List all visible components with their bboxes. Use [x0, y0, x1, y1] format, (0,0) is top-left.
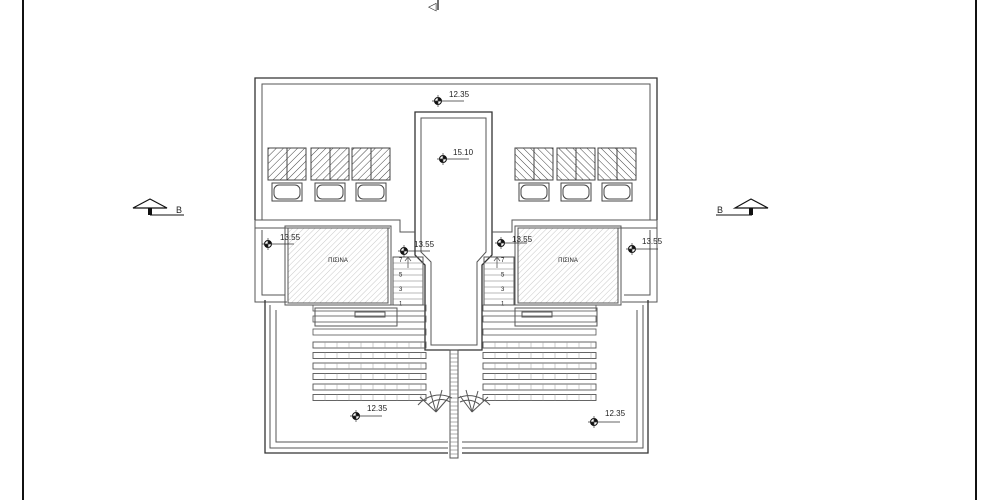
- pergola-slat: [312, 373, 427, 380]
- lower-terrace: [264, 300, 649, 454]
- pergola-slat: [312, 383, 427, 391]
- stair-step-number: 7: [399, 258, 403, 264]
- stair-right: [483, 256, 515, 306]
- elevation-marker: 12.35: [432, 90, 470, 107]
- pergola-slat: [482, 341, 597, 349]
- pergola-slat: [482, 394, 597, 401]
- pergola-slat: [482, 383, 597, 391]
- sunbed: [597, 147, 637, 202]
- pergola-slat: [312, 352, 427, 359]
- section-label-right: B: [717, 205, 723, 215]
- pool-right: [517, 227, 619, 304]
- sunbeds: [267, 147, 637, 202]
- stair-step-number: 1: [501, 302, 505, 308]
- pool-left-label: ΠΙΣΙΝΑ: [328, 258, 348, 264]
- left-middle-band: [254, 219, 415, 306]
- stair-step-number: 1: [399, 302, 403, 308]
- pergola: [312, 304, 597, 401]
- elevation-value: 13.55: [280, 233, 301, 242]
- elevation-marker: 13.55: [262, 233, 301, 250]
- pergola-slat: [312, 341, 427, 349]
- section-marker-left: B: [132, 198, 184, 216]
- sunbed: [267, 147, 307, 202]
- elevation-marker: 13.55: [398, 240, 435, 257]
- central-walkway: [449, 349, 459, 459]
- pergola-slat: [312, 362, 427, 370]
- elevation-value: 13.55: [512, 235, 533, 244]
- elevation-marker: 12.35: [588, 409, 626, 428]
- top-marker-icon: ◁: [428, 1, 437, 13]
- pergola-slat: [482, 373, 597, 380]
- pool-right-label: ΠΙΣΙΝΑ: [558, 258, 578, 264]
- pergola-slat: [482, 352, 597, 359]
- elevation-value: 12.35: [367, 404, 388, 413]
- stair-step-number: 5: [399, 273, 403, 279]
- sunbed: [351, 147, 391, 202]
- pergola-slat: [312, 394, 427, 401]
- central-core: [414, 111, 493, 351]
- pool-left: [287, 227, 389, 304]
- pool-furniture-right: [514, 307, 598, 327]
- elevation-value: 13.55: [642, 237, 663, 246]
- fan-planter-right: [457, 389, 491, 413]
- sunbed: [556, 147, 596, 202]
- sunbed: [310, 147, 350, 202]
- upper-terrace: [254, 77, 658, 220]
- elevation-marker: 13.55: [626, 237, 663, 255]
- sunbed: [514, 147, 554, 202]
- stair-step-number: 3: [501, 287, 505, 293]
- elevation-marker: 13.55: [495, 235, 533, 249]
- stair-step-number: 7: [501, 258, 505, 264]
- elevation-value: 13.55: [414, 240, 435, 249]
- elevation-marker: 12.35: [350, 404, 388, 422]
- stair-step-number: 3: [399, 287, 403, 293]
- pool-furniture-left: [314, 307, 398, 327]
- elevation-value: 15.10: [453, 148, 474, 157]
- stair-step-number: 5: [501, 273, 505, 279]
- pergola-slat: [482, 362, 597, 370]
- elevation-marker: 15.10: [437, 148, 474, 165]
- elevation-value: 12.35: [449, 90, 470, 99]
- section-marker-right: B: [716, 198, 769, 216]
- fan-planter-left: [417, 389, 453, 413]
- section-label-left: B: [176, 205, 182, 215]
- elevation-value: 12.35: [605, 409, 626, 418]
